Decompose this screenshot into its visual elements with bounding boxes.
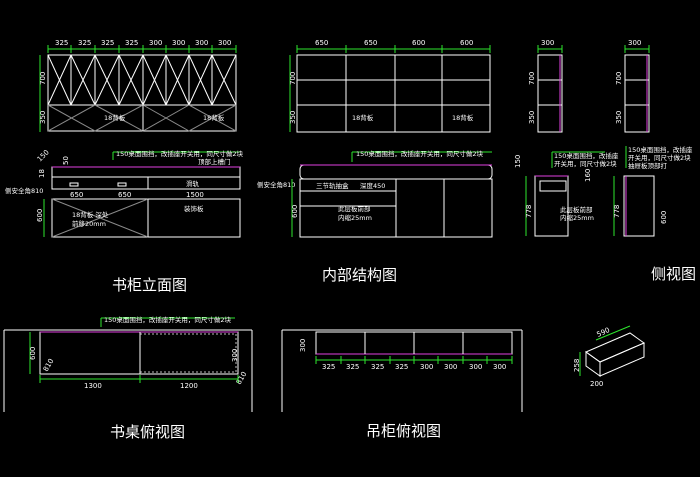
desk-top-view: 150桌面围挡，改插座开关用，同尺寸做2块 600 810 300 810 13…: [3, 315, 253, 441]
wall-cabinet-top-view: 300 325 325 325 325 300 300 300 300 吊柜俯视…: [281, 329, 523, 440]
wall-dim-6: 300: [444, 363, 457, 371]
side-h-350-b: 350: [615, 111, 623, 124]
side-h-700-b: 700: [615, 72, 623, 85]
elev-back-panel-right: 18背板: [203, 113, 225, 122]
side-h-350-a: 350: [528, 111, 536, 124]
side-h-600: 600: [660, 211, 668, 224]
side-note-a2: 开关用，同尺寸做2块: [554, 159, 617, 168]
int-depth-note: 深度450: [360, 181, 385, 190]
elevation-top-ticks: [47, 45, 237, 53]
desk-dim-810b: 810: [235, 370, 249, 386]
side-note-b1: 150桌面围挡，改插座: [628, 145, 693, 154]
desk-dim-300: 300: [231, 349, 239, 362]
int-h-350: 350: [289, 111, 297, 124]
wall-h-300: 300: [299, 339, 307, 352]
int-top-dim-3: 600: [412, 39, 425, 47]
elev-top-dim-3: 325: [101, 39, 114, 47]
title-wall-cabinet-top-view: 吊柜俯视图: [366, 422, 441, 440]
side-h-700-a: 700: [528, 72, 536, 85]
wall-dim-8: 300: [493, 363, 506, 371]
elev-top-dim-7: 300: [195, 39, 208, 47]
elev-rail: 滑轨: [186, 179, 200, 188]
elev-desktop-note: 150桌面围挡，改插座开关用，同尺寸做2块: [116, 149, 244, 158]
side-shelf-note2: 内缩25mm: [560, 213, 594, 222]
side-note-a1: 150桌面围挡，改插座: [554, 151, 619, 160]
title-side-view: 侧视图: [651, 265, 696, 283]
side-note-b3: 抽屉板顶部打: [628, 161, 668, 170]
side-dim-150: 150: [514, 155, 522, 168]
elev-side-corner: 侧安全角810: [5, 186, 43, 195]
int-shelf-note: 此层板前部: [338, 204, 371, 213]
title-bookcase-elevation: 书柜立面图: [112, 276, 187, 294]
int-top-dim-2: 650: [364, 39, 377, 47]
side-w-300-b: 300: [628, 39, 641, 47]
int-h-700: 700: [289, 72, 297, 85]
side-view: 300 300 700 350 700 350 150桌面围挡，改插座 开关用，…: [514, 39, 696, 283]
desk-dim-810: 810: [42, 357, 56, 373]
elevation-x-doors: [47, 54, 237, 106]
bookcase-elevation: 325 325 325 325 300 300 300 300 700 350: [5, 39, 244, 294]
desk-h-600: 600: [29, 347, 37, 360]
elev-top-dim-4: 325: [125, 39, 138, 47]
title-desk-top-view: 书桌俯视图: [110, 423, 185, 441]
desk-w-1300: 1300: [84, 382, 102, 390]
wall-dim-2: 325: [346, 363, 359, 371]
elev-dim-18: 18: [38, 169, 46, 178]
int-back-panel-left: 18背板: [352, 113, 374, 122]
elev-top-dim-1: 325: [55, 39, 68, 47]
side-dim-160: 160: [584, 169, 592, 182]
elev-drawer-650-b: 650: [118, 191, 131, 199]
side-note-b2: 开关用，同尺寸做2块: [628, 153, 691, 162]
side-h-778-b: 778: [613, 205, 621, 218]
side-shelf-note: 此层板前部: [560, 205, 593, 214]
desk-w-1200: 1200: [180, 382, 198, 390]
elev-back-panel-left: 18背板: [104, 113, 126, 122]
elev-top-dim-2: 325: [78, 39, 91, 47]
int-top-dim-4: 600: [460, 39, 473, 47]
elev-back-note2: 前移20mm: [72, 219, 106, 228]
internal-structure: 650 650 600 600 700 350 18背板 18背板 150桌面围…: [257, 39, 493, 284]
wall-dim-3: 325: [371, 363, 384, 371]
elev-top-slot-note: 顶部上槽门: [198, 157, 231, 166]
int-back-panel-right: 18背板: [452, 113, 474, 122]
int-top-dim-1: 650: [315, 39, 328, 47]
elev-dim-50: 50: [62, 156, 70, 165]
side-w-300-a: 300: [541, 39, 554, 47]
int-rail-note: 三节轨抽盒: [316, 181, 349, 190]
elev-dim-150: 150: [36, 148, 51, 163]
wall-dim-5: 300: [420, 363, 433, 371]
wall-dim-1: 325: [322, 363, 335, 371]
int-h-600: 600: [291, 205, 299, 218]
elevation-lower-x: [47, 104, 237, 132]
elev-back-note: 18背板 深处: [72, 210, 109, 219]
elev-top-dim-8: 300: [218, 39, 231, 47]
title-internal-structure: 内部结构图: [322, 266, 397, 284]
elev-h-350: 350: [39, 111, 47, 124]
desk-desktop-note: 150桌面围挡，改插座开关用，同尺寸做2块: [104, 315, 232, 324]
side-h-778-a: 778: [525, 205, 533, 218]
elev-h-600: 600: [36, 209, 44, 222]
wall-dim-4: 325: [395, 363, 408, 371]
corner-dim-258: 258: [573, 359, 581, 372]
int-desktop-note: 150桌面围挡，改插座开关用，同尺寸做2块: [356, 149, 484, 158]
wall-dim-7: 300: [469, 363, 482, 371]
elev-top-dim-6: 300: [172, 39, 185, 47]
elev-h-700: 700: [39, 72, 47, 85]
int-side-corner: 侧安全角810: [257, 180, 295, 189]
elev-decor-panel: 装饰板: [184, 204, 204, 213]
elev-dim-1500: 1500: [186, 191, 204, 199]
corner-dim-200: 200: [590, 380, 603, 388]
elev-top-dim-5: 300: [149, 39, 162, 47]
elev-drawer-650-a: 650: [70, 191, 83, 199]
corner-piece: 590 258 200: [573, 325, 646, 388]
int-shelf-note2: 内缩25mm: [338, 213, 372, 222]
